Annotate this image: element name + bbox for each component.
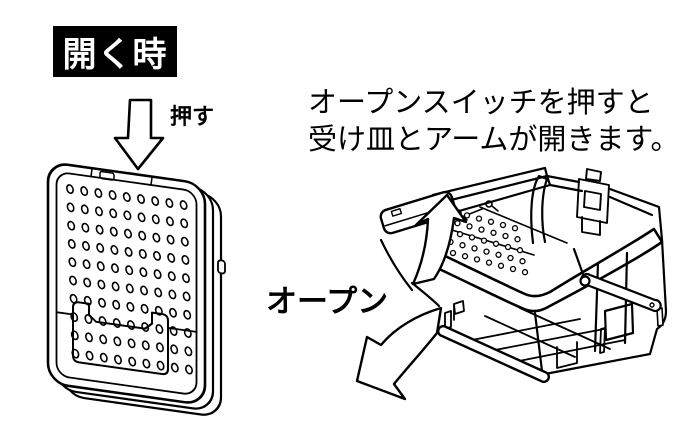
rotate-open-arrow-icon: [411, 193, 468, 286]
pocket-bracket: [72, 301, 169, 376]
drip-tray: [437, 300, 626, 384]
open-holder-illustration: [355, 166, 668, 401]
perforation-grid: [66, 184, 193, 375]
open-label: オープン: [266, 284, 389, 320]
tray-lip: [437, 324, 550, 384]
latch-notch: [99, 170, 115, 181]
lever-arm: [572, 247, 662, 313]
back-walls: [431, 166, 664, 245]
center-fin: [530, 174, 549, 245]
swing-open-arrow-icon: [355, 306, 443, 401]
side-clip: [217, 259, 226, 275]
instruction-text: オープンスイッチを押すと 受け皿とアームが開きます。: [308, 84, 680, 158]
section-badge: 開く時: [53, 26, 177, 77]
closed-holder-illustration: [46, 163, 226, 416]
section-badge-label: 開く時: [62, 35, 168, 75]
push-arrow-icon: [113, 98, 165, 171]
latch-housing: [576, 168, 610, 236]
push-label: 押す: [170, 105, 215, 130]
instruction-line-1: オープンスイッチを押すと: [308, 85, 654, 119]
instruction-line-2: 受け皿とアームが開きます。: [308, 122, 680, 156]
